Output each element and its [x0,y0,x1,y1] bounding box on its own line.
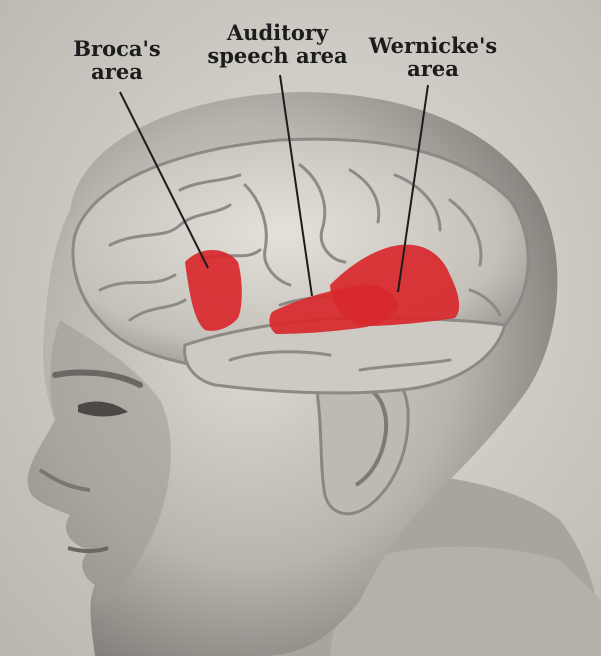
broca-area-label: Broca's area [62,37,172,83]
wernicke-label-line2: area [368,57,498,80]
wernicke-label-line1: Wernicke's [368,34,498,57]
broca-label-line1: Broca's [62,37,172,60]
auditory-label-line1: Auditory [205,21,350,44]
wernicke-area-label: Wernicke's area [368,34,498,80]
broca-label-line2: area [62,60,172,83]
auditory-label-line2: speech area [205,44,350,67]
auditory-speech-area-label: Auditory speech area [205,21,350,67]
